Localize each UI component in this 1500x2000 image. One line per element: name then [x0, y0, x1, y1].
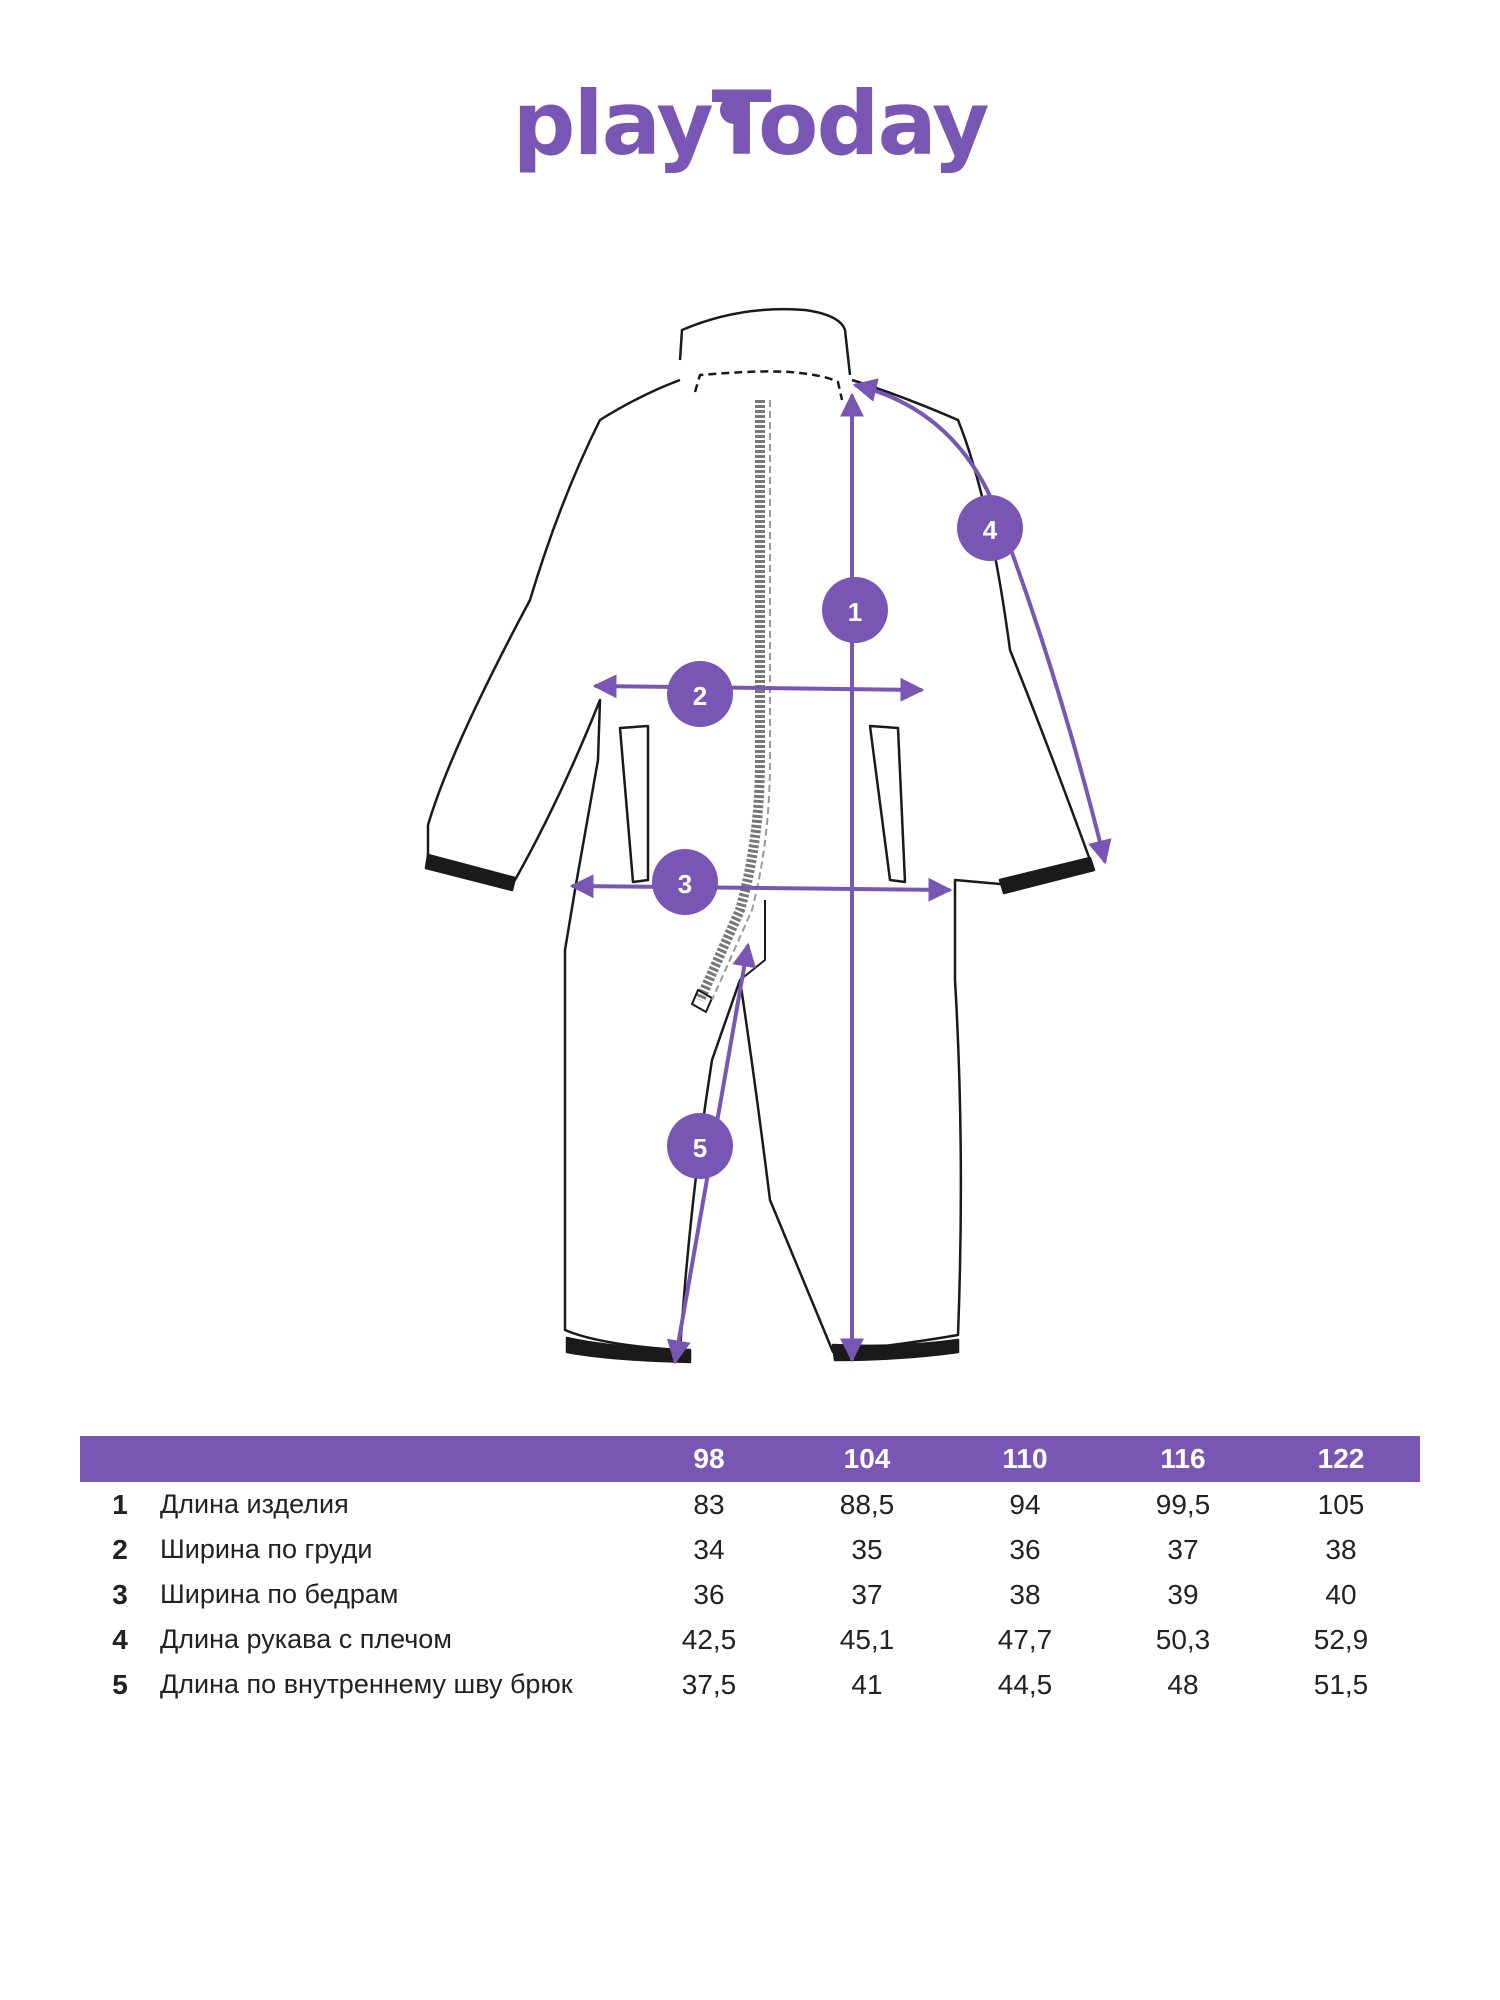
- left-pocket: [618, 724, 650, 884]
- row-value: 40: [1325, 1578, 1357, 1610]
- table-row: 5 Длина по внутреннему шву брюк 37,5 41 …: [80, 1662, 1420, 1707]
- right-cuff: [998, 856, 1096, 895]
- row-value: 83: [693, 1488, 725, 1520]
- right-ankle-cuff: [831, 1338, 960, 1362]
- row-value: 35: [851, 1533, 883, 1565]
- collar-inner: [693, 370, 844, 401]
- row-number: 3: [112, 1578, 128, 1610]
- row-value: 37: [1167, 1533, 1199, 1565]
- marker-5: 5: [667, 1113, 733, 1179]
- row-value: 52,9: [1313, 1623, 1369, 1655]
- zipper-pull: [691, 989, 713, 1013]
- right-pocket: [868, 724, 907, 884]
- size-col-116: 116: [1160, 1443, 1206, 1474]
- row-value: 88,5: [839, 1488, 895, 1520]
- left-ankle-cuff: [565, 1336, 692, 1364]
- line-3-hips: [569, 874, 953, 902]
- row-value: 47,7: [997, 1623, 1053, 1655]
- row-value: 36: [693, 1578, 725, 1610]
- row-label: Длина рукава с плечом: [160, 1624, 452, 1654]
- brand-logo: playToday: [0, 80, 1500, 168]
- svg-text:3: 3: [678, 869, 692, 899]
- table-row: 1 Длина изделия 83 88,5 94 99,5 105: [80, 1482, 1420, 1527]
- measurement-markers: 1 2 3 4 5: [652, 495, 1023, 1179]
- svg-text:5: 5: [693, 1133, 707, 1163]
- table-row: 3 Ширина по бедрам 36 37 38 39 40: [80, 1572, 1420, 1617]
- table-row: 2 Ширина по груди 34 35 36 37 38: [80, 1527, 1420, 1572]
- line-4-sleeve: [852, 378, 1112, 865]
- row-value: 41: [851, 1668, 883, 1700]
- size-col-104: 104: [843, 1443, 891, 1474]
- row-value: 51,5: [1313, 1668, 1369, 1700]
- row-label: Ширина по бедрам: [160, 1579, 399, 1609]
- row-label: Длина изделия: [160, 1489, 349, 1519]
- row-value: 36: [1009, 1533, 1041, 1565]
- row-number: 1: [112, 1488, 128, 1520]
- row-value: 37,5: [681, 1668, 737, 1700]
- collar-outline: [678, 307, 852, 376]
- size-col-110: 110: [1002, 1443, 1048, 1474]
- size-header-row: 98 104 110 116 122: [80, 1436, 1420, 1482]
- row-value: 44,5: [997, 1668, 1053, 1700]
- row-value: 38: [1325, 1533, 1357, 1565]
- row-number: 2: [112, 1533, 128, 1565]
- row-label: Ширина по груди: [160, 1534, 373, 1564]
- row-value: 48: [1167, 1668, 1199, 1700]
- row-value: 37: [851, 1578, 883, 1610]
- size-col-98: 98: [693, 1443, 725, 1474]
- line-2-chest: [592, 674, 925, 702]
- marker-4: 4: [957, 495, 1023, 561]
- svg-text:2: 2: [693, 681, 707, 711]
- row-value: 42,5: [681, 1623, 737, 1655]
- size-chart-table: 98 104 110 116 122 1 Длина изделия 83 88…: [80, 1436, 1420, 1707]
- row-value: 38: [1009, 1578, 1041, 1610]
- row-value: 34: [693, 1533, 725, 1565]
- garment-outline: [424, 307, 1096, 1364]
- row-value: 50,3: [1155, 1623, 1211, 1655]
- svg-text:1: 1: [848, 597, 862, 627]
- brand-name: playToday: [512, 72, 989, 175]
- row-value: 39: [1167, 1578, 1199, 1610]
- row-value: 94: [1009, 1488, 1041, 1520]
- jumpsuit-measurement-diagram: 1 2 3 4 5: [424, 307, 1112, 1365]
- row-value: 105: [1317, 1488, 1365, 1520]
- size-col-122: 122: [1317, 1443, 1365, 1474]
- row-value: 45,1: [839, 1623, 895, 1655]
- svg-text:4: 4: [983, 515, 998, 545]
- marker-3: 3: [652, 849, 718, 915]
- left-cuff: [424, 853, 517, 892]
- marker-1: 1: [822, 577, 888, 643]
- row-number: 4: [112, 1623, 128, 1655]
- row-value: 99,5: [1155, 1488, 1211, 1520]
- row-label: Длина по внутреннему шву брюк: [160, 1669, 573, 1699]
- logo-dot-icon: [720, 96, 748, 124]
- table-row: 4 Длина рукава с плечом 42,5 45,1 47,7 5…: [80, 1617, 1420, 1662]
- row-number: 5: [112, 1668, 128, 1700]
- marker-2: 2: [667, 661, 733, 727]
